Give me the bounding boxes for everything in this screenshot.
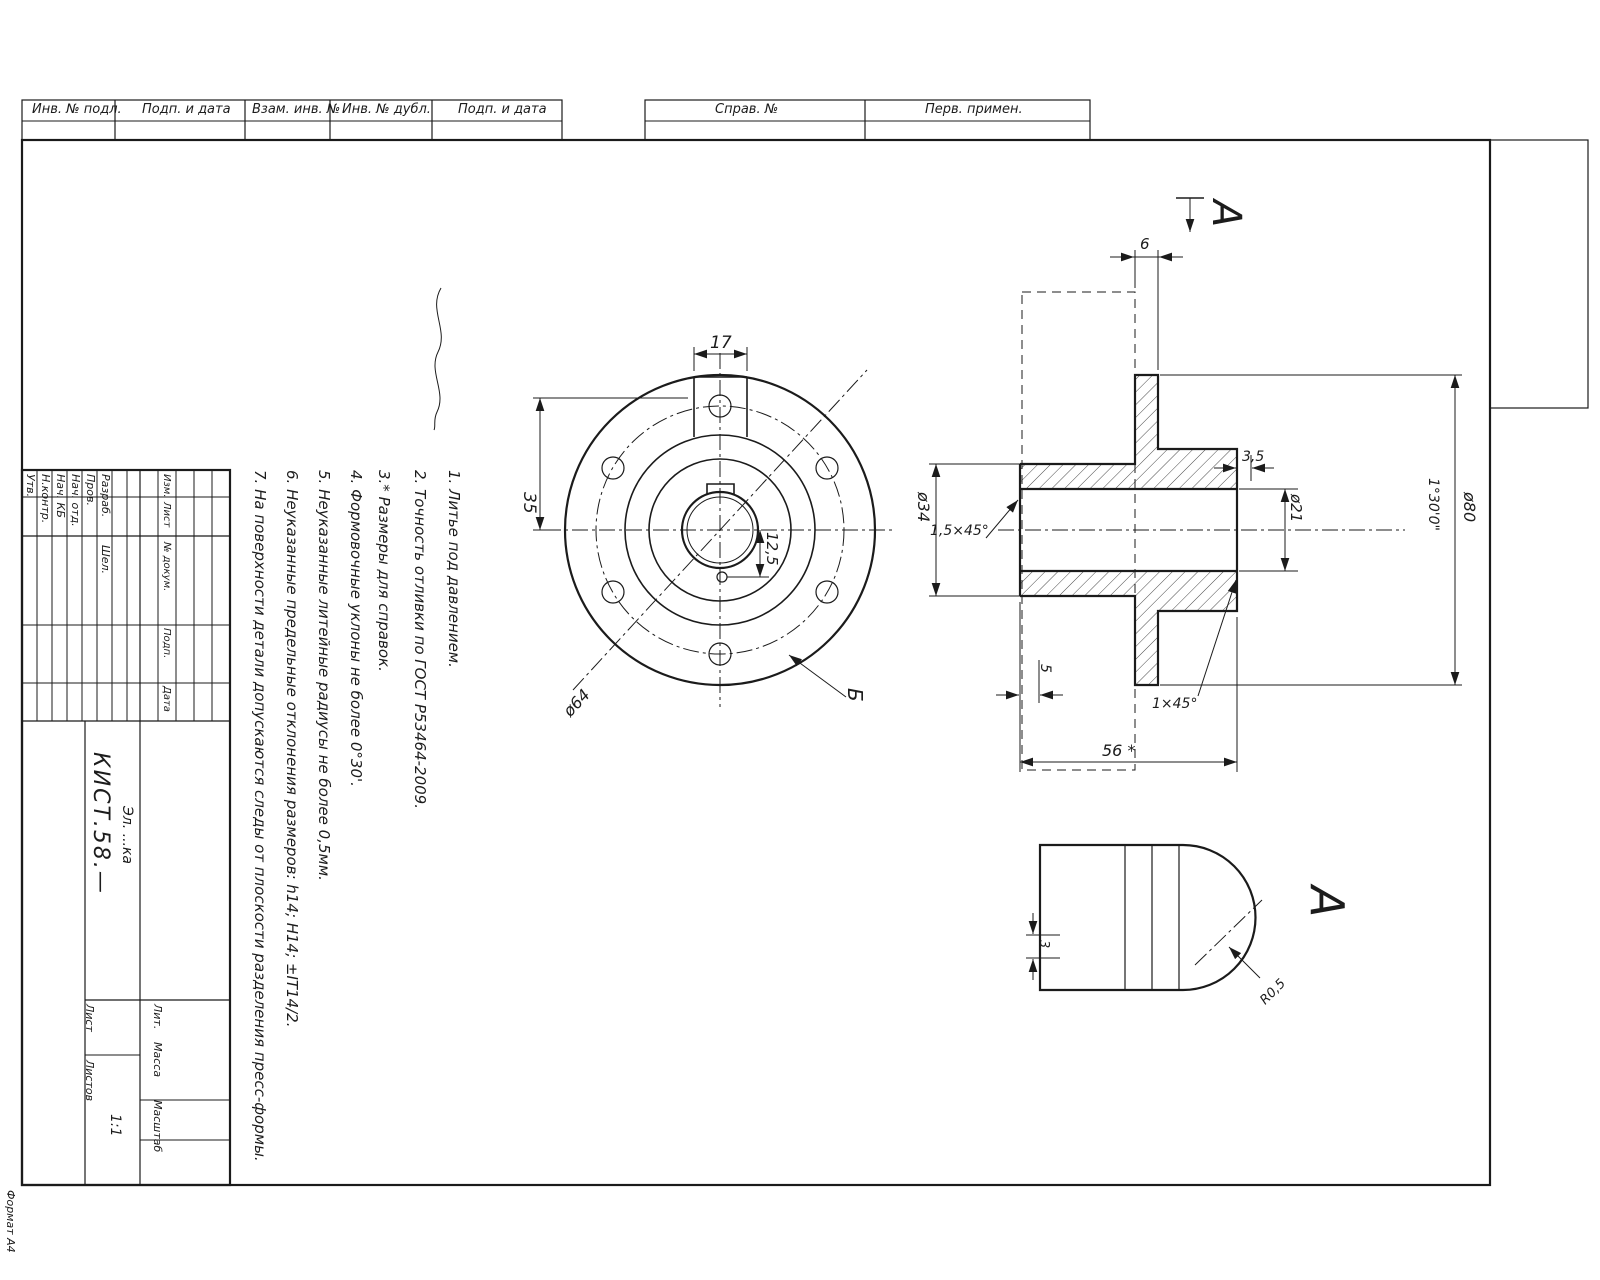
doc-designation: КИСТ.58.—: [88, 752, 113, 895]
tech-note-2: 2. Точность отливки по ГОСТ Р53464-2009.: [411, 470, 429, 809]
dim-d80: ø80: [1460, 492, 1479, 523]
ref-stamp-label: Перв. примен.: [925, 102, 1023, 117]
dim-length-56: 56 *: [1102, 741, 1136, 760]
detail-dim-3: 3: [1036, 940, 1051, 949]
signature-squiggle: [433, 287, 442, 431]
sig-row-nach-otd: Нач. отд.: [69, 474, 82, 527]
section-view: [929, 197, 1462, 772]
dim-offset-12-5: 12,5: [763, 532, 781, 566]
header-col-data: Дата: [161, 686, 172, 712]
dim-flange-6: 6: [1140, 235, 1150, 253]
header-col-podp: Подп.: [161, 628, 172, 659]
margin-stamp-label: Инв. № подл.: [32, 102, 122, 117]
dim-chamfer-left: 1,5×45°: [930, 523, 989, 539]
dim-chamfer-right: 1×45°: [1152, 696, 1198, 712]
tech-note-5: 5. Неуказанные литейные радиусы не более…: [315, 470, 333, 881]
scale-label: Масштаб: [151, 1100, 164, 1153]
margin-stamp-label: Взам. инв. №: [252, 102, 341, 117]
view-label-a-top: А: [1203, 200, 1249, 228]
format-note: Формат А4: [4, 1190, 17, 1253]
sig-row-razrab: Разраб.: [99, 474, 112, 518]
ref-stamp-label: Справ. №: [715, 102, 779, 117]
margin-stamp-label: Инв. № дубл.: [342, 102, 431, 117]
title-block-grid: [20, 468, 232, 1187]
header-col-izm: Изм.: [161, 474, 172, 498]
section-label-b: Б: [843, 688, 867, 702]
front-view: [533, 347, 895, 707]
dim-d34: ø34: [914, 492, 933, 523]
header-col-list: Лист: [161, 502, 172, 528]
sig-row-nkontr: Н.контр.: [39, 474, 52, 524]
designer-name: Шел.: [99, 545, 112, 575]
part-name: Эл. ...ка: [119, 806, 135, 865]
detail-view: [1026, 843, 1263, 992]
sig-row-nach-kb: Нач. КБ: [54, 474, 67, 518]
lit-label: Лит.: [151, 1004, 164, 1030]
dim-key-5: 5: [1037, 664, 1053, 673]
header-col-dokum: № докум.: [161, 542, 172, 592]
scale-value: 1:1: [107, 1114, 123, 1137]
tech-note-4: 4. Формовочные уклоны не более 0°30'.: [347, 470, 365, 787]
dim-height-35: 35: [519, 492, 539, 514]
sig-row-utv: Утв.: [24, 474, 37, 498]
tech-note-6: 6. Неуказанные предельные отклонения раз…: [283, 470, 301, 1028]
sheets-label: Листов: [83, 1060, 96, 1102]
tech-note-3: 3.* Размеры для справок.: [375, 470, 393, 672]
margin-stamp-label: Подп. и дата: [458, 102, 547, 117]
margin-stamp-label: Подп. и дата: [142, 102, 231, 117]
dim-step-3-5: 3,5: [1242, 449, 1265, 465]
dim-d21: ø21: [1287, 494, 1305, 523]
sig-row-prov: Пров.: [84, 474, 97, 506]
dim-taper-angle: 1°30'0": [1425, 478, 1441, 531]
mass-label: Масса: [151, 1042, 164, 1078]
view-label-a-bottom: А: [1300, 886, 1354, 918]
tech-note-7: 7. На поверхности детали допускаются сле…: [251, 470, 269, 1162]
tech-note-1: 1. Литье под давлением.: [445, 470, 463, 668]
dim-width-17: 17: [710, 333, 732, 353]
sheet-label: Лист: [83, 1004, 96, 1032]
